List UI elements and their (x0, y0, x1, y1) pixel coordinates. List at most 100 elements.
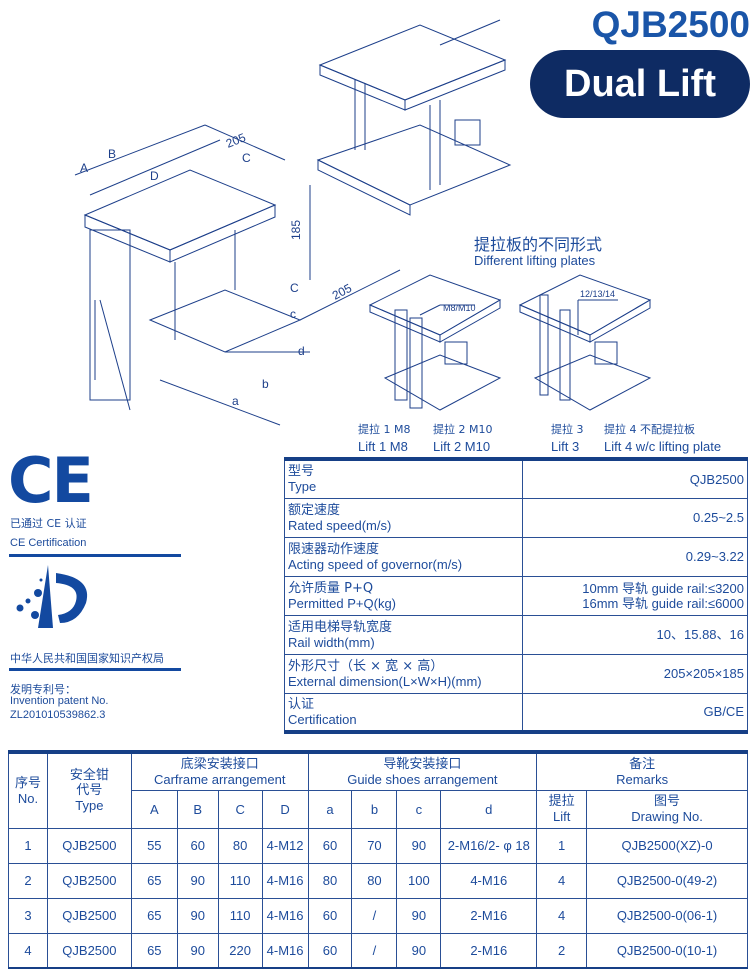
spec-label-en: Rail width(mm) (288, 634, 375, 650)
table-cell: 60 (307, 827, 353, 864)
table-cell: QJB2500-0(06-1) (586, 897, 748, 934)
spec-label-cn: 适用电梯导轨宽度 (288, 619, 393, 635)
subheader-lift-en: Lift (552, 809, 571, 824)
divider (9, 668, 181, 671)
spec-value-line: 16mm 导轨 guide rail:≤6000 (582, 595, 744, 611)
table-cell: 90 (396, 897, 442, 934)
dim-width: 205 (224, 130, 248, 151)
spec-label: 外形尺寸（长 × 宽 × 高）External dimension(L×W×H)… (284, 653, 523, 694)
patent-office-name: 中华人民共和国国家知识产权局 (10, 652, 164, 665)
spec-label-cn: 认证 (288, 696, 315, 712)
subheader-c: c (396, 789, 442, 829)
lift-4-en: Lift 4 w/c lifting plate (604, 439, 722, 454)
table-cell: / (351, 932, 398, 969)
table-cell: 2-M16 (440, 897, 538, 934)
header-carframe-cn: 底梁安装接口 (180, 756, 259, 772)
table-cell: QJB2500 (46, 897, 132, 934)
header-type-cn2: 代号 (76, 783, 103, 799)
spec-label-en: Type (288, 479, 317, 495)
lift-4-label: 提拉 4 不配提拉板 Lift 4 w/c lifting plate (604, 421, 721, 455)
table-cell: 3 (8, 897, 48, 934)
table-cell: 90 (396, 827, 442, 864)
ce-cert-en: CE Certification (10, 537, 87, 549)
table-cell: 2-M16/2- φ 18 (440, 827, 538, 864)
table-cell: 2-M16 (440, 932, 538, 969)
table-cell: 4-M16 (440, 862, 538, 899)
dual-lift-badge: Dual Lift (530, 50, 750, 118)
spec-label-cn: 型号 (288, 464, 315, 480)
spec-value-line: 10mm 导轨 guide rail:≤3200 (582, 580, 744, 596)
table-cell: 4 (8, 932, 48, 969)
subheader-C: C (217, 789, 263, 829)
dim-b: b (262, 377, 269, 391)
spec-value-line: QJB2500 (689, 471, 744, 487)
lift-1-cn: 提拉 1 M8 (358, 423, 411, 436)
table-cell: 4-M12 (261, 827, 309, 864)
table-cell: 4-M16 (261, 862, 309, 899)
dim-a: a (232, 394, 239, 408)
patent-label-cn: 发明专利号： (10, 683, 76, 696)
spec-label-cn: 额定速度 (288, 502, 341, 518)
model-title: QJB2500 (591, 4, 750, 45)
spec-label-en: Certification (288, 711, 357, 727)
table-cell: 1 (536, 827, 588, 864)
spec-value: 10、15.88、16 (521, 614, 749, 655)
table-cell: 80 (217, 827, 263, 864)
dim-C-side: C (290, 281, 299, 295)
spec-label-en: Permitted P+Q(kg) (288, 595, 397, 611)
table-cell: 60 (307, 932, 353, 969)
dim-B: B (108, 147, 116, 161)
table-cell: 4-M16 (261, 897, 309, 934)
table-cell: 90 (176, 932, 219, 969)
spec-value-line: 0.25~2.5 (693, 510, 744, 525)
dim-depth: 205 (330, 281, 355, 303)
spec-label-cn: 限速器动作速度 (288, 541, 380, 557)
dim-A: A (80, 161, 88, 175)
table-cell: 90 (396, 932, 442, 969)
subheader-B: B (176, 789, 219, 829)
table-cell: 55 (130, 827, 178, 864)
spec-label-cn: 外形尺寸（长 × 宽 × 高） (288, 658, 444, 674)
spec-label-en: Rated speed(m/s) (288, 517, 392, 533)
subheader-drawing-en: Drawing No. (631, 809, 703, 824)
table-cell: QJB2500 (46, 932, 132, 969)
subheader-drawing-cn: 图号 (654, 794, 681, 809)
table-cell: 220 (217, 932, 263, 969)
subheader-b: b (351, 789, 398, 829)
isometric-unit-top (316, 19, 512, 216)
spec-label-en: External dimension(L×W×H)(mm) (288, 673, 482, 689)
table-cell: 65 (130, 862, 178, 899)
table-cell: 65 (130, 897, 178, 934)
table-cell: 90 (176, 897, 219, 934)
table-cell: QJB2500(XZ)-0 (586, 827, 748, 864)
header-no-cn: 序号 (14, 775, 41, 791)
patent-label-en: Invention patent No. (10, 695, 109, 707)
spec-value-line: 10、15.88、16 (656, 627, 744, 642)
divider (9, 554, 181, 557)
spec-value: 205×205×185 (521, 653, 749, 694)
dim-d: d (298, 344, 305, 358)
subheader-a: a (307, 789, 353, 829)
lifting-plates-title-en: Different lifting plates (474, 253, 596, 268)
subheader-A: A (130, 789, 178, 829)
table-cell: QJB2500-0(49-2) (586, 862, 748, 899)
patent-office-logo (16, 565, 88, 628)
subheader-lift-cn: 提拉 (548, 794, 575, 809)
lift-4-cn: 提拉 4 不配提拉板 (604, 423, 695, 436)
